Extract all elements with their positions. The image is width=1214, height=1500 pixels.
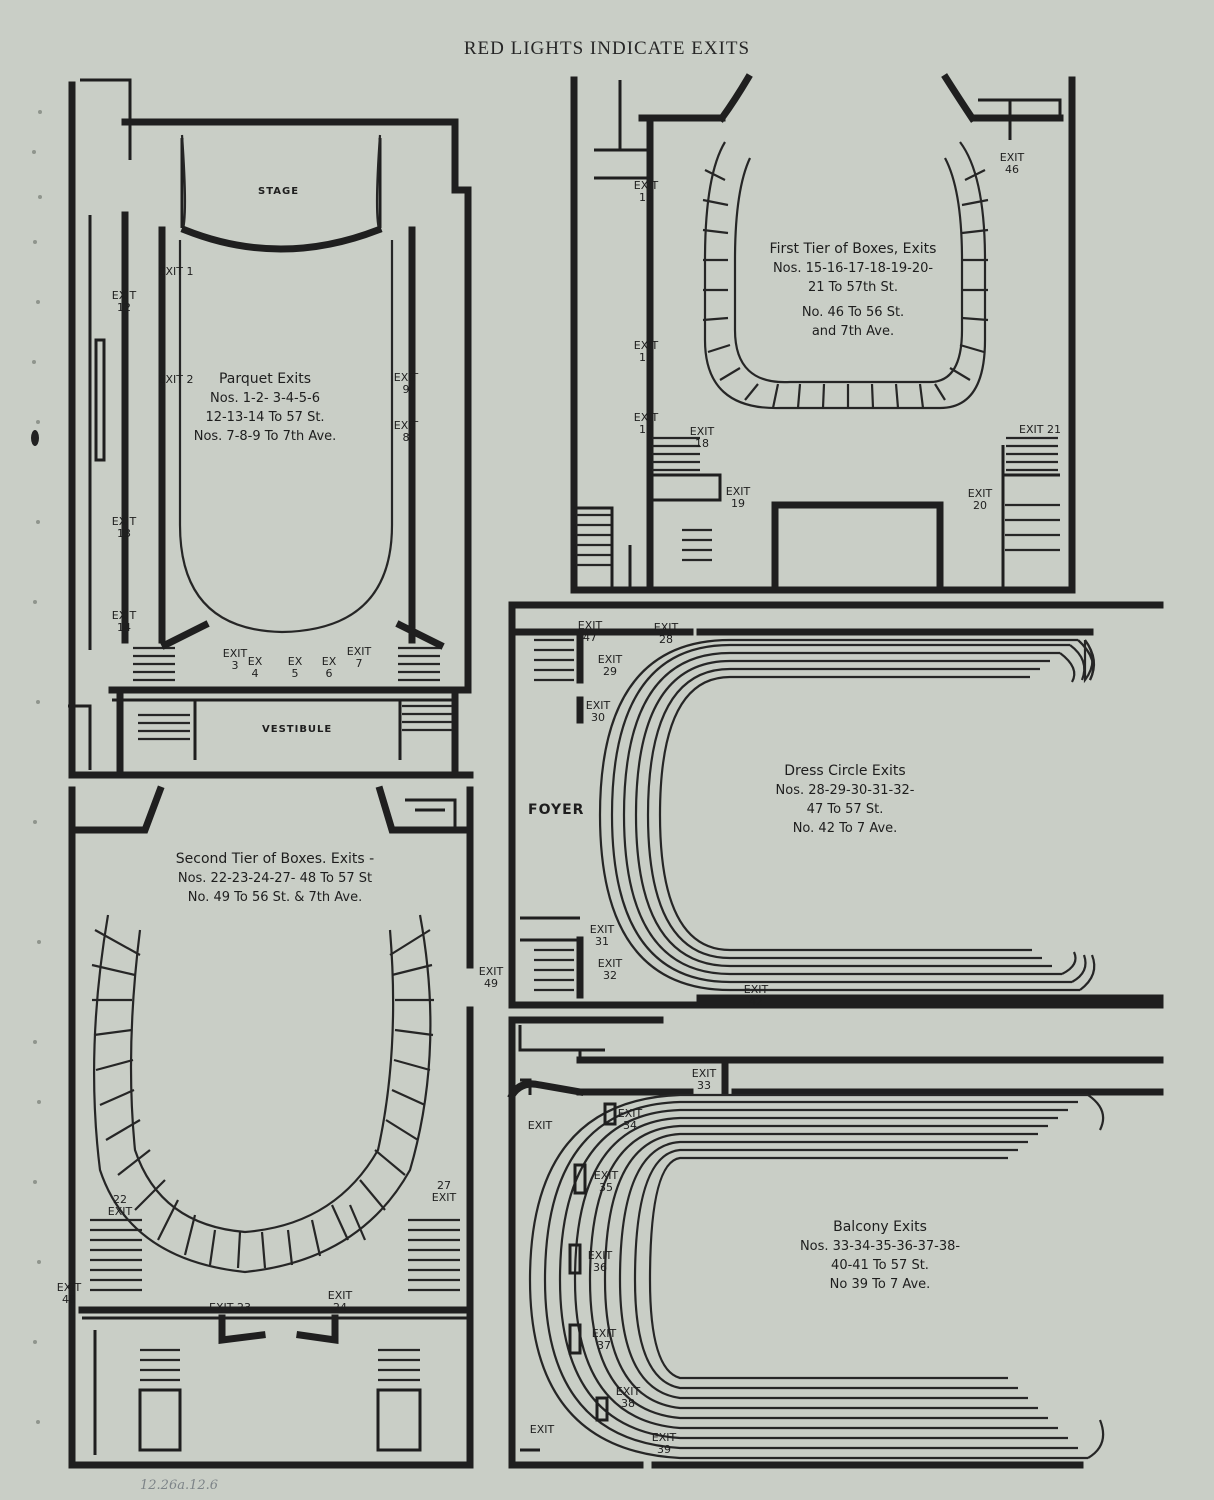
exit-42-label: EXIT 42	[743, 983, 769, 1008]
exit-36-label: EXIT 36	[587, 1249, 613, 1274]
exit-23-label: EXIT 23	[209, 1301, 251, 1314]
balcony-plan-title: Balcony Exits Nos. 33-34-35-36-37-38- 40…	[799, 1219, 961, 1292]
exit-20-label: EXIT 20	[967, 487, 993, 512]
exit-38-label: EXIT 38	[615, 1385, 641, 1410]
dress-circle-plan-title: Dress Circle Exits Nos. 28-29-30-31-32- …	[775, 763, 915, 836]
exit-6-label: EX 6	[321, 655, 337, 680]
exit-4-label: EX 4	[247, 655, 263, 680]
exit-7-label: EXIT 7	[346, 645, 372, 670]
exit-48-label: EXIT 48	[56, 1281, 82, 1306]
exit-37-label: EXIT 37	[591, 1327, 617, 1352]
dress-circle-plan	[508, 601, 1164, 1009]
exit-1-label: EXIT 1	[158, 265, 194, 278]
exit-24-label: EXIT 24	[327, 1289, 353, 1314]
page-title: RED LIGHTS INDICATE EXITS	[463, 38, 751, 59]
exit-3-label: EXIT 3	[222, 647, 248, 672]
exit-34-label: EXIT 34	[617, 1107, 643, 1132]
exit-18-label: EXIT 18	[689, 425, 715, 450]
exit-15-label: EXIT 15	[633, 179, 659, 204]
exit-19-label: EXIT 19	[725, 485, 751, 510]
exit-5-label: EX 5	[287, 655, 303, 680]
exit-31-label: EXIT 31	[589, 923, 615, 948]
exit-2-label: EXIT 2	[158, 373, 194, 386]
foyer-label: FOYER	[528, 802, 585, 818]
exit-16-label: EXIT 16	[633, 339, 659, 364]
exit-14-label: EXIT 14	[111, 609, 137, 634]
exit-8-label: EXIT 8	[393, 419, 419, 444]
exit-29-label: EXIT 29	[597, 653, 623, 678]
exit-21-label: EXIT 21	[1019, 423, 1061, 436]
archive-note: 12.26a.12.6	[140, 1478, 219, 1493]
second-tier-plan-title: Second Tier of Boxes. Exits - Nos. 22-23…	[175, 851, 375, 905]
parquet-plan-title: Parquet Exits Nos. 1-2- 3-4-5-6 12-13-14…	[193, 371, 337, 444]
balcony-plan	[507, 1016, 1164, 1469]
exit-28-label: EXIT 28	[653, 621, 679, 646]
exit-9-label: EXIT 9	[393, 371, 419, 396]
exit-12-label: EXIT 12	[111, 289, 137, 314]
exit-17-label: EXIT 17	[633, 411, 659, 436]
vestibule-label: VESTIBULE	[262, 724, 333, 735]
exit-35-label: EXIT 35	[593, 1169, 619, 1194]
exit-39-label: EXIT 39	[651, 1431, 677, 1456]
exit-49-label: EXIT 49	[478, 965, 504, 990]
exit-40-label: EXIT	[527, 1119, 553, 1132]
exit-41-label: EXIT	[529, 1423, 555, 1436]
exit-33-label: EXIT 33	[691, 1067, 717, 1092]
stage-label: STAGE	[258, 186, 300, 197]
exit-30-label: EXIT 30	[585, 699, 611, 724]
parquet-plan	[68, 78, 474, 779]
exit-13-label: EXIT 13	[111, 515, 137, 540]
exit-22-label: 22 EXIT	[107, 1193, 133, 1218]
exit-47-label: EXIT 47	[577, 619, 603, 644]
second-tier-plan	[68, 785, 474, 1469]
exit-27-label: 27 EXIT	[431, 1179, 457, 1204]
first-tier-plan-title: First Tier of Boxes, Exits Nos. 15-16-17…	[769, 241, 937, 339]
exit-32-label: EXIT 32	[597, 957, 623, 982]
exit-46-label: EXIT 46	[999, 151, 1025, 176]
first-tier-plan	[570, 73, 1076, 594]
